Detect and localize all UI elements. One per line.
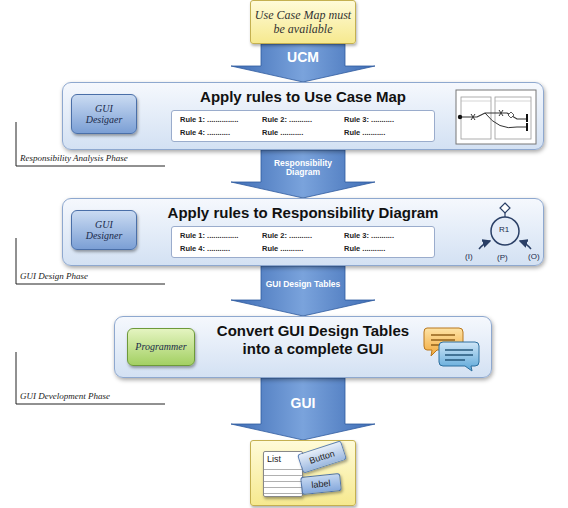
node-text: Apply rules to Use Case Map bbox=[173, 88, 433, 106]
node-text: Rule ........... bbox=[344, 244, 426, 253]
rules-box: Rule 1: ...............Rule 2: .........… bbox=[171, 110, 435, 142]
node-text: GUI Designer bbox=[78, 219, 130, 242]
chat-icon bbox=[423, 324, 481, 372]
arrow-label: Responsibility Diagram bbox=[263, 159, 343, 178]
node-text: Rule ........... bbox=[344, 128, 426, 137]
arrow-label: GUI bbox=[263, 395, 343, 411]
node-text: Use Case Map must be available bbox=[254, 8, 352, 37]
symbol-label: (I) bbox=[465, 252, 473, 261]
button-card: Button bbox=[297, 440, 347, 473]
block-arrow bbox=[231, 150, 375, 198]
block-arrow bbox=[231, 266, 375, 316]
label-card: label bbox=[300, 473, 342, 495]
node-text: label bbox=[311, 478, 331, 490]
phase-panel: Convert GUI Design Tables into a complet… bbox=[114, 316, 492, 378]
list-card: List bbox=[263, 451, 303, 497]
symbol-label: (P) bbox=[497, 253, 508, 262]
node-text: Rule 3: ........... bbox=[344, 231, 426, 240]
phase-label: GUI Development Phase bbox=[20, 391, 110, 401]
rules-box: Rule 1: ...............Rule 2: .........… bbox=[171, 226, 435, 258]
node-text: Rule 2: ........... bbox=[262, 231, 344, 240]
phase-label: Responsibility Analysis Phase bbox=[20, 153, 128, 163]
node-text: Rule 3: ........... bbox=[344, 115, 426, 124]
node-text: Rule 1: ............... bbox=[180, 231, 262, 240]
role-box: GUI Desigaer bbox=[71, 94, 137, 134]
node-text: Button bbox=[308, 448, 336, 466]
role-box: GUI Designer bbox=[71, 210, 137, 250]
phase-panel: Apply rules to Use Case Map GUI Desigaer… bbox=[62, 82, 544, 150]
node-text: Rule 2: ........... bbox=[262, 115, 344, 124]
node-text: Rule 1: ............... bbox=[180, 115, 262, 124]
arrow-label: UCM bbox=[263, 49, 343, 65]
node-text: GUI Desigaer bbox=[78, 103, 130, 126]
node-text: Rule 4: ........... bbox=[180, 244, 262, 253]
node-text: Apply rules to Responsibility Diagram bbox=[153, 204, 453, 222]
block-arrow bbox=[231, 378, 375, 440]
role-box: Programmer bbox=[127, 328, 195, 366]
symbol-label: R1 bbox=[494, 225, 514, 234]
block-arrow bbox=[231, 44, 375, 82]
arrow-label: GUI Design Tables bbox=[263, 280, 343, 289]
ucm-thumbnail bbox=[455, 89, 537, 145]
node-text: Programmer bbox=[135, 341, 186, 353]
node-text: Convert GUI Design Tables into a complet… bbox=[207, 322, 419, 358]
result-box: List Button label bbox=[250, 440, 356, 506]
node-text: List bbox=[267, 454, 299, 464]
phase-label: GUI Design Phase bbox=[20, 271, 88, 281]
node-text: Rule 4: ........... bbox=[180, 128, 262, 137]
node-text: Rule ........... bbox=[262, 128, 344, 137]
start-note: Use Case Map must be available bbox=[250, 0, 356, 44]
node-text: Rule ........... bbox=[262, 244, 344, 253]
symbol-label: (O) bbox=[528, 252, 540, 261]
